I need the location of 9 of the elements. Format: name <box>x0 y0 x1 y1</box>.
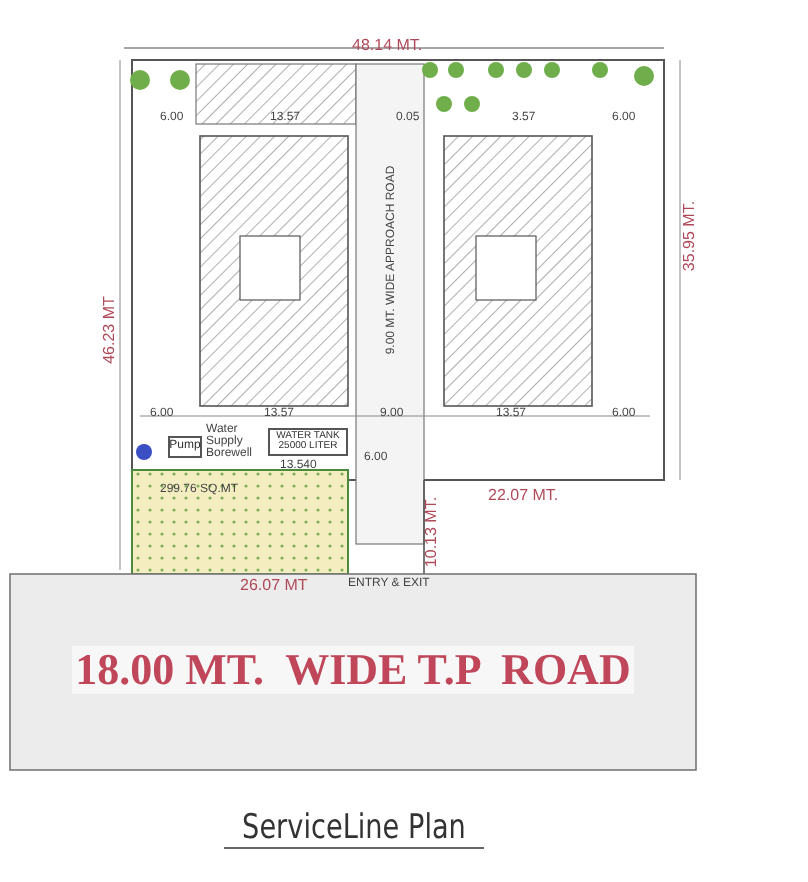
dimension-label: 10.13 MT. <box>424 496 440 568</box>
dimension-label: 26.07 MT <box>240 578 308 594</box>
road-label: 18.00 MT. WIDE T.P ROAD <box>71 645 635 695</box>
plan-caption: ServiceLine Plan <box>240 808 468 848</box>
water-tank-box <box>268 428 348 456</box>
dimension-label: 46.23 MT <box>102 296 118 364</box>
dimension-label: 48.14 MT. <box>352 38 423 54</box>
dimension-label: 22.07 MT. <box>488 488 559 504</box>
dimension-label: 35.95 MT. <box>682 200 698 272</box>
